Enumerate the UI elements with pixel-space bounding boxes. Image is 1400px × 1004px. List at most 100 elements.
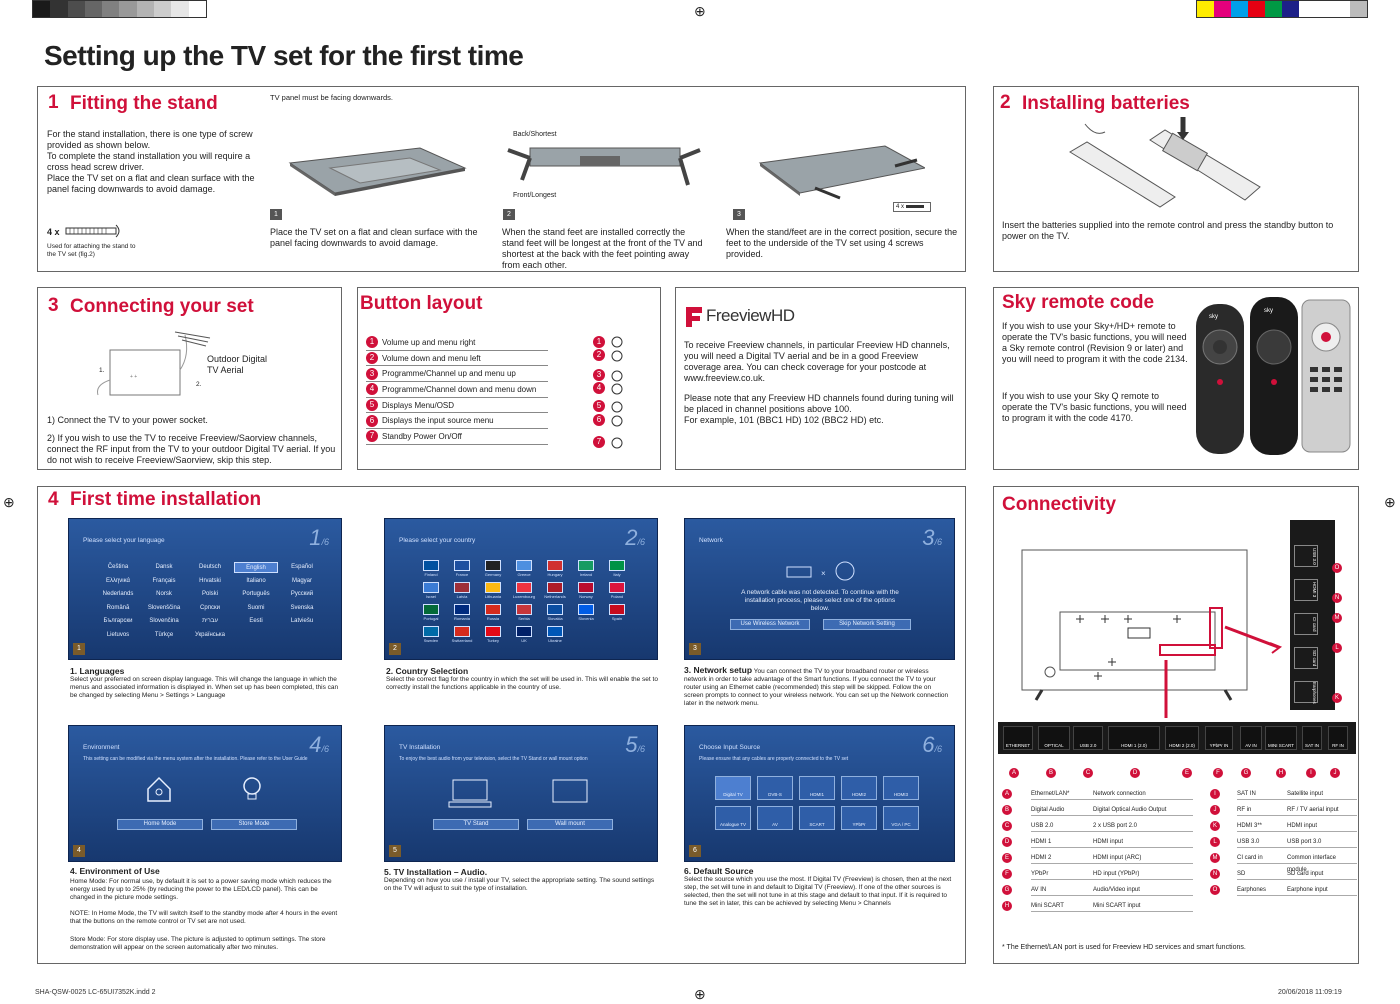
country-flag[interactable] [547, 604, 563, 615]
language-option[interactable]: Slovenčina [149, 618, 179, 624]
side-port: Earphones [1294, 681, 1318, 704]
source-option[interactable]: Analogue TV [715, 806, 751, 830]
country-flag[interactable] [485, 604, 501, 615]
language-option[interactable]: עברית [202, 618, 218, 624]
source-option[interactable]: Digital TV [715, 776, 751, 800]
source-option[interactable]: SCART [799, 806, 835, 830]
country-flag[interactable] [578, 582, 594, 593]
country-flag[interactable] [423, 560, 439, 571]
table-letter-badge: I [1210, 789, 1220, 799]
country-flag[interactable] [578, 604, 594, 615]
country-flag[interactable] [547, 560, 563, 571]
tv-stand-button[interactable]: TV Stand [433, 819, 519, 830]
language-option[interactable]: Deutsch [198, 564, 221, 570]
country-flag[interactable] [423, 626, 439, 637]
country-flag[interactable] [547, 582, 563, 593]
country-flag[interactable] [454, 560, 470, 571]
language-option[interactable]: Norsk [156, 591, 172, 597]
language-option[interactable]: Nederlands [102, 591, 134, 597]
country-flag[interactable] [516, 582, 532, 593]
section-title: Fitting the stand [70, 93, 218, 114]
language-option[interactable]: Türkçe [154, 631, 174, 638]
store-mode-button[interactable]: Store Mode [211, 819, 297, 830]
source-option[interactable]: AV [757, 806, 793, 830]
table-port-name: USB 3.0 [1237, 836, 1287, 848]
country-flag[interactable] [547, 626, 563, 637]
section-fitting-stand [37, 86, 966, 272]
language-option[interactable]: Русский [290, 591, 314, 597]
country-flag[interactable] [423, 604, 439, 615]
step1-text: Place the TV set on a flat and clean sur… [270, 227, 478, 248]
country-flag[interactable] [516, 626, 532, 637]
language-option[interactable]: Magyar [291, 577, 312, 584]
source-label: YPbPr [852, 822, 866, 827]
language-option[interactable]: English [234, 562, 278, 573]
language-option[interactable]: Dansk [155, 564, 173, 570]
language-option[interactable]: Български [103, 618, 133, 624]
language-option[interactable]: Română [106, 604, 130, 611]
source-option[interactable]: VGA / PC [883, 806, 919, 830]
country-flag[interactable] [454, 626, 470, 637]
port-letter-badge: A [1009, 768, 1019, 778]
country-flag[interactable] [454, 582, 470, 593]
language-option[interactable]: Slovenščina [147, 604, 181, 611]
language-option[interactable]: Čeština [107, 564, 129, 570]
source-option[interactable]: HDMI2 [841, 776, 877, 800]
source-option[interactable]: HDMI3 [883, 776, 919, 800]
country-flag[interactable] [485, 582, 501, 593]
source-label: HDMI3 [893, 792, 908, 797]
table-port-name: RF in [1237, 804, 1287, 816]
language-option[interactable]: Italiano [246, 577, 266, 584]
language-option[interactable]: Polski [201, 591, 218, 597]
skip-network-button[interactable]: Skip Network Setting [823, 619, 911, 630]
source-option[interactable]: HDMI1 [799, 776, 835, 800]
source-option[interactable]: DVB-S [757, 776, 793, 800]
router-icon: × [786, 561, 855, 581]
country-name: France [455, 572, 469, 577]
screen-step-total: /6 [934, 537, 942, 547]
language-option[interactable]: Svenska [290, 604, 314, 611]
country-flag[interactable] [516, 560, 532, 571]
country-flag[interactable] [578, 560, 594, 571]
language-option[interactable]: Français [152, 577, 176, 584]
country-flag[interactable] [485, 626, 501, 637]
source-option[interactable]: YPbPr [841, 806, 877, 830]
country-flag[interactable] [609, 604, 625, 615]
screw-count: 4 x [47, 227, 60, 237]
wall-mount-button[interactable]: Wall mount [527, 819, 613, 830]
caption-text: Select your preferred on screen display … [70, 676, 339, 699]
country-flag[interactable] [609, 560, 625, 571]
step3-text: When the stand/feet are in the correct p… [726, 227, 958, 259]
table-port-name: SD [1237, 868, 1287, 880]
port-label: MINI SCART [1268, 743, 1294, 748]
country-flag[interactable] [485, 560, 501, 571]
language-option[interactable]: Українська [194, 631, 226, 638]
language-option[interactable]: Lietuvos [106, 631, 130, 638]
country-flag[interactable] [516, 604, 532, 615]
language-option[interactable]: Latviešu [290, 618, 314, 624]
language-option[interactable]: Hrvatski [199, 577, 221, 584]
language-option[interactable]: Eesti [249, 618, 263, 624]
connect-step2: 2) If you wish to use the TV to receive … [47, 433, 336, 465]
language-option[interactable]: Español [291, 564, 313, 570]
home-mode-button[interactable]: Home Mode [117, 819, 203, 830]
language-option[interactable]: Português [242, 591, 270, 597]
screen-step-big: 5 [625, 732, 638, 757]
language-option[interactable]: Ελληνικά [105, 577, 131, 584]
country-flag[interactable] [609, 582, 625, 593]
language-option[interactable]: Suomi [247, 604, 265, 611]
screen-step-total: /6 [934, 744, 942, 754]
country-name: Sweden [423, 638, 439, 643]
country-flag[interactable] [423, 582, 439, 593]
language-option[interactable]: Српски [200, 604, 220, 611]
side-letter-badge: M [1332, 613, 1342, 623]
use-wireless-button[interactable]: Use Wireless Network [730, 619, 810, 630]
table-port-name: AV IN [1031, 884, 1093, 896]
side-letter-badge: N [1332, 593, 1342, 603]
country-flag[interactable] [454, 604, 470, 615]
